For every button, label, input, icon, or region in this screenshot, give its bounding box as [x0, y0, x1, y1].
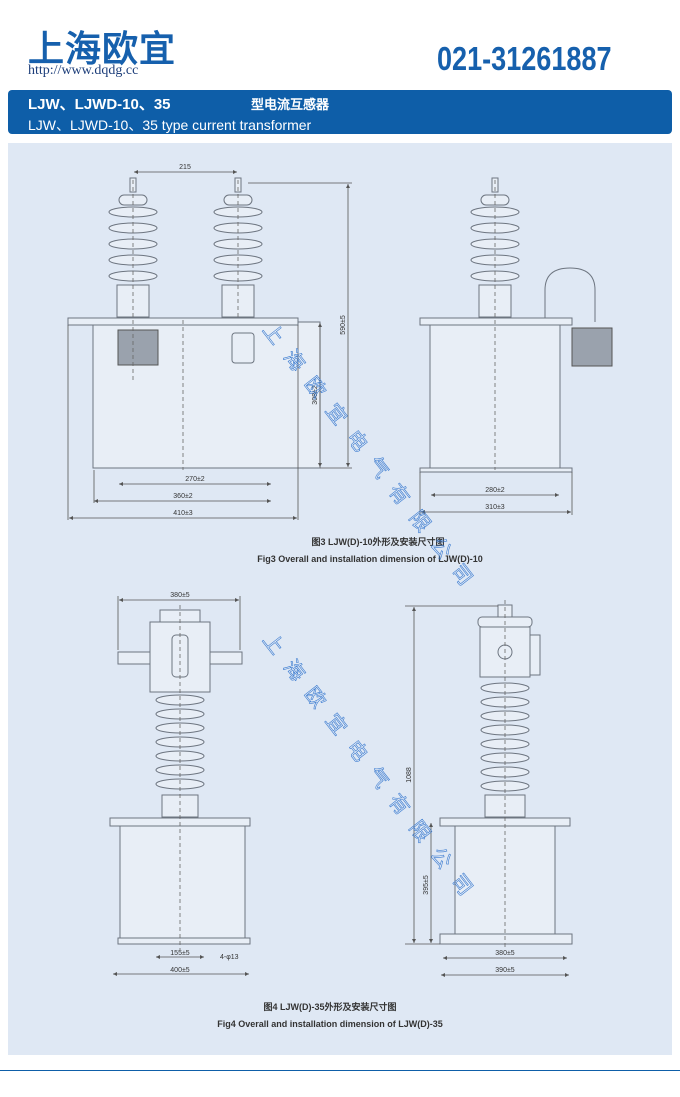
dim-1088: 1088 — [406, 767, 413, 783]
dim-400: 400±5 — [170, 967, 190, 974]
dim-390: 390±5 — [495, 967, 515, 974]
dim-280: 280±2 — [485, 487, 505, 494]
fig4-side-view: 1088 395±5 380±5 390±5 — [405, 600, 573, 977]
dim-380-side: 380±5 — [495, 950, 515, 957]
dim-410: 410±3 — [173, 510, 193, 517]
website-link[interactable]: http://www.dqdg.cc — [28, 63, 139, 78]
phone-number: 021-31261887 — [437, 40, 612, 77]
brand-logo: 上海欧宜 — [28, 29, 177, 70]
fig3-caption-cn: 图3 LJW(D)-10外形及安装尺寸图 — [311, 536, 444, 547]
fig3-caption-en: Fig3 Overall and installation dimension … — [257, 554, 483, 564]
dim-395: 395±5 — [423, 875, 430, 895]
product-subtitle: LJW、LJWD-10、35 type current transformer — [28, 117, 312, 133]
dim-215: 215 — [179, 164, 191, 171]
fig4-caption-en: Fig4 Overall and installation dimension … — [217, 1019, 443, 1029]
footer-divider — [0, 1070, 680, 1071]
dim-360: 360±2 — [173, 493, 193, 500]
fig3-side-view: 280±2 310±3 — [419, 177, 613, 515]
fig3-front-view: 215 270±2 360±2 410±3 590±5 308±2 — [67, 164, 352, 520]
fig4-caption-cn: 图4 LJW(D)-35外形及安装尺寸图 — [263, 1001, 396, 1012]
watermark-2: 上海欧宜电气有限公司 — [258, 628, 486, 911]
product-title: LJW、LJWD-10、35 — [28, 96, 171, 113]
dim-155: 155±5 — [170, 950, 190, 957]
dim-308: 308±2 — [312, 385, 319, 405]
product-title-cn: 型电流互感器 — [251, 98, 330, 113]
dim-holes: 4-φ13 — [220, 954, 239, 961]
dim-310: 310±3 — [485, 504, 505, 511]
dim-270: 270±2 — [185, 476, 205, 483]
dim-380-head: 380±5 — [170, 592, 190, 599]
dim-590: 590±5 — [340, 315, 347, 335]
fig4-front-view: 380±5 155±5 4-φ13 400±5 — [109, 592, 251, 976]
title-bar: LJW、LJWD-10、35 型电流互感器 LJW、LJWD-10、35 typ… — [8, 90, 672, 134]
